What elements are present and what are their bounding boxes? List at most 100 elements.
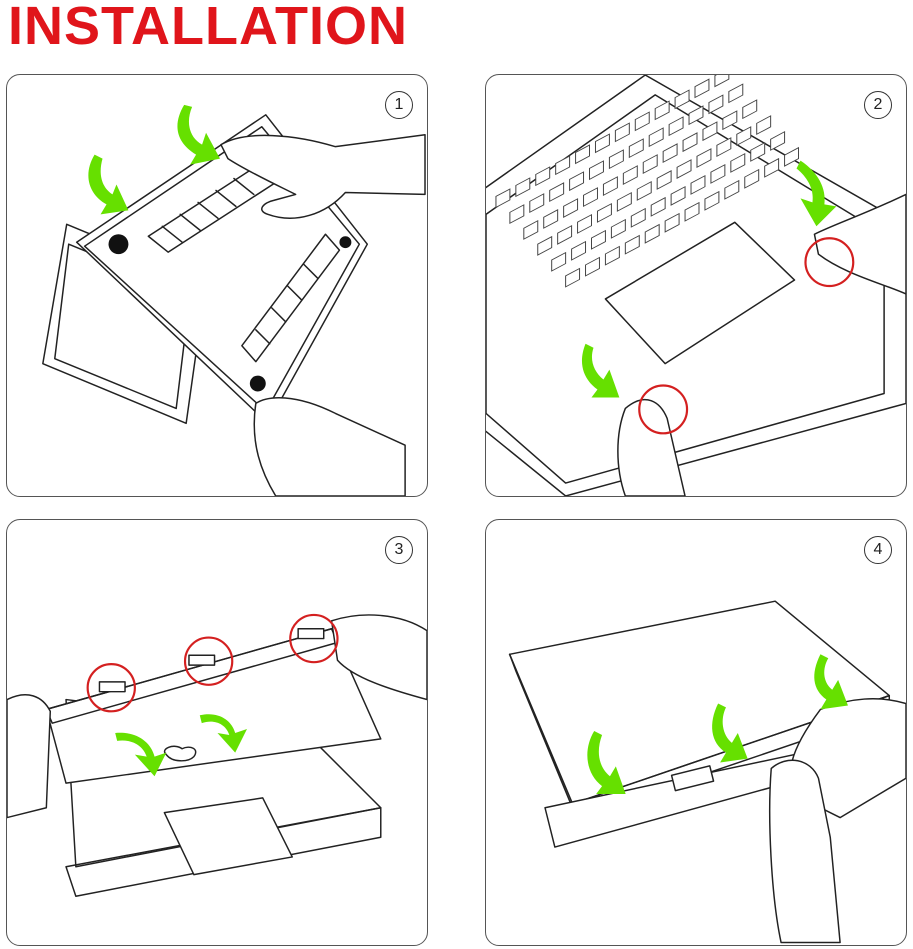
case-clip-tab: [98, 681, 126, 693]
keyboard-key: [577, 213, 592, 234]
keyboard-key: [750, 142, 766, 162]
logo-shape: [163, 745, 197, 762]
keyboard-key: [549, 182, 565, 203]
keyboard-key: [495, 188, 511, 209]
vent-right: [241, 233, 341, 363]
page-title: INSTALLATION: [8, 0, 408, 56]
keyboard-key: [610, 218, 626, 239]
keyboard-key: [614, 122, 630, 143]
keyboard-key: [694, 78, 710, 99]
keyboard-key: [728, 83, 744, 104]
step-1-illustration: [42, 104, 426, 496]
hand-shape: [769, 759, 841, 944]
keyboard-key: [710, 163, 726, 184]
keyboard-key: [604, 245, 620, 266]
clip-marker-ring: [804, 237, 855, 288]
clip-marker-ring: [183, 636, 234, 686]
hand-shape: [813, 193, 906, 295]
keyboard-key: [630, 207, 646, 228]
keyboard-key: [523, 220, 539, 240]
notch-shape: [670, 765, 715, 792]
keyboard-key: [722, 110, 738, 131]
case-clip-tab: [188, 654, 216, 666]
keyboard-key: [662, 143, 678, 164]
shell-inner-edge: [83, 126, 361, 413]
keyboard-key: [569, 171, 585, 192]
keyboard-keys: [495, 75, 800, 288]
rubber-foot: [108, 234, 129, 255]
keyboard-key: [736, 126, 752, 146]
green-arrow-icon: [88, 154, 129, 215]
keyboard-key: [690, 174, 706, 195]
keyboard-key: [696, 148, 712, 168]
green-arrow-icon: [796, 160, 837, 227]
keyboard-key: [628, 138, 644, 159]
keyboard-key: [594, 133, 610, 154]
step-3-panel: 3: [6, 519, 428, 946]
keyboard-key: [668, 116, 684, 137]
keyboard-key: [634, 111, 650, 132]
keyboard-key: [688, 105, 704, 126]
case-side-edge: [508, 653, 578, 819]
keyboard-key: [784, 146, 800, 167]
green-arrow-icon: [814, 654, 848, 710]
keyboard-key: [650, 196, 666, 217]
clip-marker-ring: [289, 613, 339, 664]
step-2-panel: 2: [485, 74, 907, 497]
case-clip-tab: [297, 627, 325, 640]
keyboard-key: [543, 209, 559, 229]
keyboard-key: [676, 159, 692, 179]
keyboard-key: [742, 99, 758, 120]
rubber-foot: [249, 375, 266, 392]
step-number-badge: 1: [385, 91, 413, 119]
step-1-panel: 1: [6, 74, 428, 497]
keyboard-key: [648, 127, 664, 148]
keyboard-key: [714, 75, 730, 88]
trackpad-shape: [604, 221, 796, 365]
keyboard-key: [636, 181, 652, 201]
keyboard-key: [565, 267, 581, 288]
trackpad-shape: [163, 797, 293, 876]
keyboard-key: [756, 115, 772, 136]
keyboard-key: [589, 160, 604, 181]
keyboard-key: [664, 212, 680, 233]
step-number-badge: 4: [864, 536, 892, 564]
case-edge: [486, 94, 885, 484]
keyboard-key: [557, 224, 573, 245]
keyboard-key: [591, 229, 606, 250]
keyboard-key: [596, 202, 612, 223]
keyboard-key: [656, 170, 672, 190]
keyboard-key: [670, 185, 686, 206]
step-number-badge: 2: [864, 91, 892, 119]
keyboard-key: [608, 149, 624, 170]
green-arrow-icon: [177, 104, 220, 165]
keyboard-key: [684, 201, 700, 222]
rubber-foot: [339, 236, 352, 249]
green-arrow-icon: [581, 343, 620, 398]
keyboard-key: [529, 193, 545, 214]
keyboard-key: [575, 144, 591, 165]
keyboard-key: [730, 153, 746, 173]
keyboard-key: [644, 223, 660, 244]
keyboard-key: [509, 204, 525, 225]
hand-shape: [7, 694, 52, 819]
keyboard-key: [642, 154, 658, 175]
green-arrow-icon: [712, 703, 748, 763]
keyboard-key: [583, 187, 598, 207]
keyboard-key: [682, 132, 698, 153]
green-arrow-icon: [587, 731, 626, 794]
keyboard-key: [563, 198, 579, 218]
keyboard-key: [515, 177, 531, 198]
keyboard-key: [535, 166, 551, 187]
keyboard-key: [555, 155, 571, 176]
keyboard-key: [674, 89, 690, 110]
keyboard-key: [585, 256, 600, 277]
keyboard-key: [708, 94, 724, 115]
keyboard-key: [724, 179, 740, 200]
keyboard-key: [551, 251, 567, 272]
keyboard-key: [616, 192, 632, 212]
step-2-illustration: [486, 75, 906, 496]
keyboard-key: [716, 137, 732, 157]
clip-marker-ring: [638, 384, 689, 435]
keyboard-key: [571, 240, 587, 261]
